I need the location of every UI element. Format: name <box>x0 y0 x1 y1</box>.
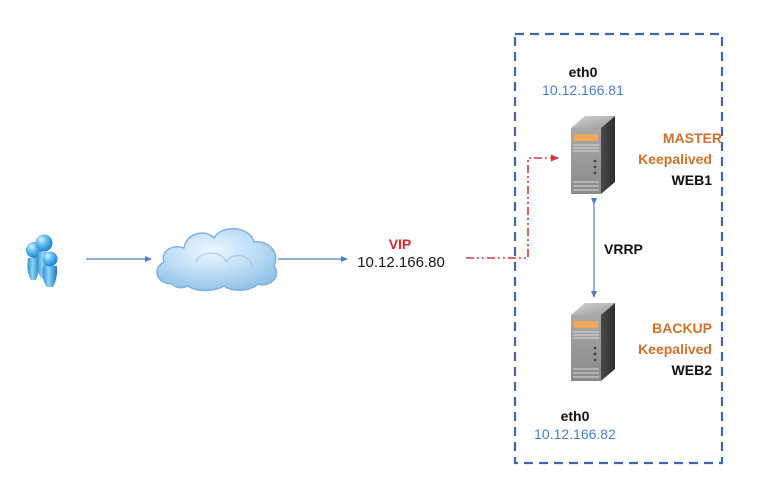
web1-role: MASTER <box>662 130 722 146</box>
web1-service: Keepalived <box>638 151 712 167</box>
web2-role: BACKUP <box>652 320 712 336</box>
web1-interface: eth0 <box>568 64 598 80</box>
server-icon-web1 <box>571 116 615 194</box>
cloud-icon <box>156 228 278 292</box>
web2-name: WEB2 <box>671 362 712 378</box>
vrrp-label: VRRP <box>604 241 643 257</box>
vip-link-web1 <box>466 154 559 259</box>
web2-interface: eth0 <box>560 408 590 424</box>
web1-name: WEB1 <box>671 172 712 188</box>
vip-ip: 10.12.166.80 <box>357 254 445 271</box>
web1-ip: 10.12.166.81 <box>542 82 624 98</box>
users-icon <box>26 234 58 287</box>
cluster-boundary <box>513 32 724 465</box>
server-icon-web2 <box>571 303 615 381</box>
web2-ip: 10.12.166.82 <box>534 426 616 442</box>
web2-service: Keepalived <box>638 341 712 357</box>
vip-label: VIP <box>388 236 412 252</box>
